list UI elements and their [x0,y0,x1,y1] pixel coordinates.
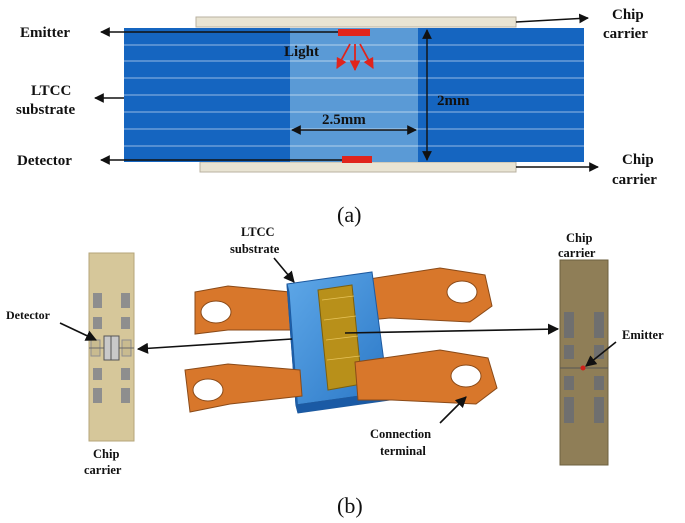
emitter-dot [580,365,586,371]
terminal-label-line1: Connection [370,427,431,441]
left-chip-carrier [88,252,135,442]
ltcc-label-line1: LTCC [31,83,71,99]
ltcc-label-line2: substrate [16,102,76,118]
terminal-label-line2: terminal [380,444,426,458]
detector-link-arrow [136,338,293,354]
top-chip-carrier-bar [195,16,517,28]
bottom-chip-carrier-bar [199,161,517,173]
chip-bottom-label-line2: carrier [612,172,657,188]
terminal-hole [192,378,224,402]
terminal-hole [200,300,232,324]
right-chip-carrier [559,259,609,466]
panel-b-3d-view: LTCC substrate Detector Chip carrier Chi… [6,225,664,518]
emitter-chip [338,29,370,36]
ltcc-b-label-line1: LTCC [241,225,275,239]
emitter-b-label: Emitter [622,328,664,342]
light-rays [336,43,374,72]
terminal-hole [450,364,482,388]
chip-bottom-label-line1: Chip [622,152,654,168]
chip-left-label-line1: Chip [93,447,119,461]
caption-b: (b) [337,493,363,518]
light-label: Light [284,44,319,60]
emitter-b-pointer-arrow [585,341,617,367]
detector-chip [342,156,372,163]
caption-a: (a) [337,202,361,227]
detector-b-label: Detector [6,308,51,322]
chip-right-label-line2: carrier [558,246,596,260]
detector-b-pointer-arrow [59,322,98,341]
terminal-hole [446,280,478,304]
chip-right-label-line1: Chip [566,231,592,245]
width-label: 2.5mm [322,112,366,128]
height-label: 2mm [437,93,470,109]
ltcc-b-pointer-arrow [273,257,295,283]
emitter-link-arrow [344,323,560,335]
panel-a-cross-section: Emitter LTCC substrate Detector Chip car… [16,7,657,227]
substrate-layer-lines [124,44,584,147]
emitter-label: Emitter [20,25,70,41]
detector-label: Detector [17,153,72,169]
chip-top-pointer-arrow [515,13,589,24]
ltcc-b-label-line2: substrate [230,242,280,256]
chip-top-label-line2: carrier [603,26,648,42]
chip-top-label-line1: Chip [612,7,644,23]
terminal-pointer-arrow [439,396,467,424]
chip-left-label-line2: carrier [84,463,122,477]
